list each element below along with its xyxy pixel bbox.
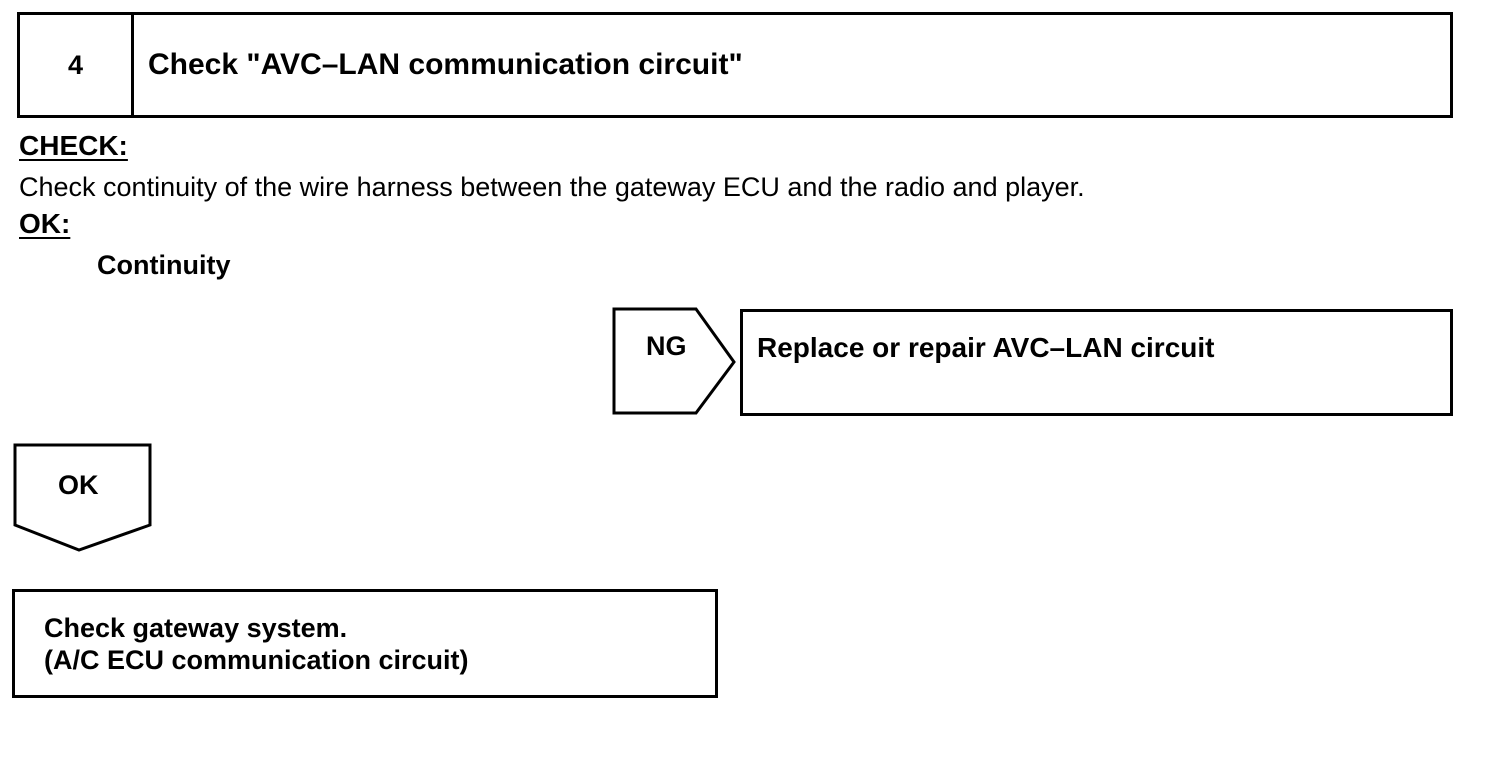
next-step-line2: (A/C ECU communication circuit): [44, 645, 469, 675]
ok-arrow-shape: [13, 443, 152, 552]
next-step-text: Check gateway system. (A/C ECU communica…: [44, 612, 469, 676]
step-number: 4: [20, 15, 134, 115]
step-title: Check "AVC–LAN communication circuit": [148, 48, 743, 81]
ok-branch-label: OK: [58, 470, 99, 500]
ng-label: NG: [646, 331, 687, 361]
ng-result-text: Replace or repair AVC–LAN circuit: [757, 332, 1215, 363]
next-step-box: [12, 589, 718, 698]
ng-arrow-shape: [612, 307, 736, 415]
check-text: Check continuity of the wire harness bet…: [19, 172, 1085, 202]
ng-result-box: [740, 309, 1453, 416]
ok-spec-value: Continuity: [97, 250, 231, 280]
check-label: CHECK:: [19, 130, 128, 161]
ok-spec-label: OK:: [19, 208, 71, 239]
next-step-line1: Check gateway system.: [44, 613, 348, 643]
step-header: 4 Check "AVC–LAN communication circuit": [17, 12, 1453, 118]
